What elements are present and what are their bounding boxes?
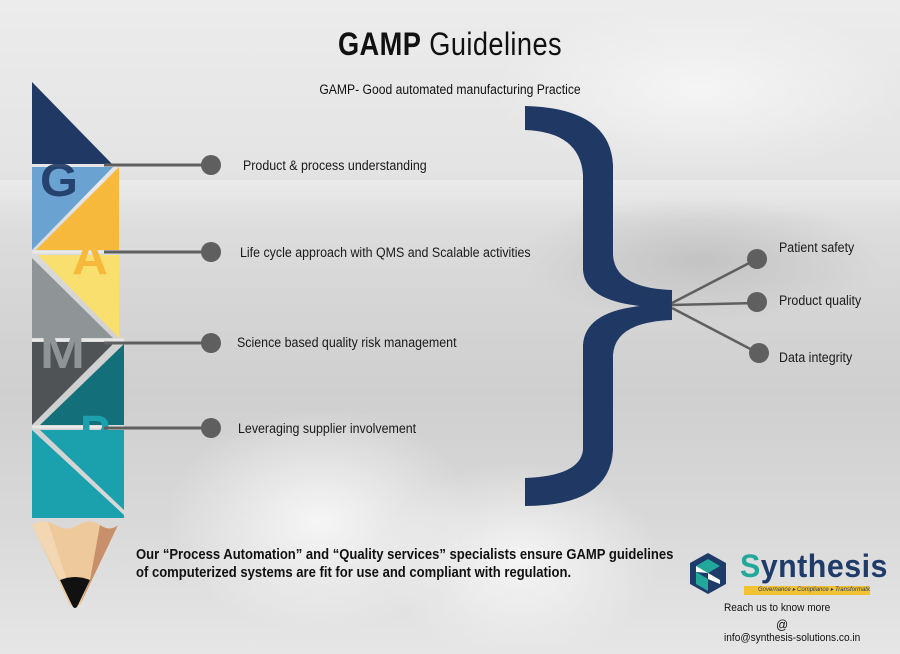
synthesis-logo-icon: [690, 553, 726, 594]
principle-dot-1: [201, 155, 221, 175]
title-rest: Guidelines: [429, 26, 563, 62]
page-title: GAMP Guidelines: [68, 26, 833, 63]
principle-connectors: [104, 155, 221, 438]
pencil-p-teal-right: [40, 430, 124, 510]
outcome-dot-3: [749, 343, 769, 363]
outcome-3-label: Data integrity: [779, 350, 853, 365]
brand-name: Synthesis: [740, 548, 888, 584]
pencil-p-teal-lower: [32, 430, 124, 518]
pencil-m-gray-triangle: [32, 258, 113, 338]
outcome-2-label: Product quality: [779, 293, 862, 308]
pencil-a-yellow-triangle: [38, 255, 119, 338]
outcome-connectors: [671, 249, 769, 363]
pencil-wood-left: [32, 521, 70, 590]
curly-brace: [525, 106, 672, 506]
reach-text: Reach us to know more: [724, 602, 831, 614]
principle-3-label: Science based quality risk management: [237, 335, 457, 350]
principle-2-label: Life cycle approach with QMS and Scalabl…: [240, 245, 531, 260]
pencil-a-orange-triangle: [36, 167, 119, 250]
outcome-1-label: Patient safety: [779, 240, 855, 255]
principle-dot-2: [201, 242, 221, 262]
principle-4-label: Leveraging supplier involvement: [238, 421, 417, 436]
title-bold: GAMP: [337, 26, 422, 62]
footer-line-1: Our “Process Automation” and “Quality se…: [136, 547, 674, 563]
principle-dot-4: [201, 418, 221, 438]
pencil-g-light-block: [32, 167, 113, 250]
footer-line-2: of computerized systems are fit for use …: [136, 565, 572, 581]
letter-p: P: [80, 406, 110, 458]
pencil-m-dark-block: [32, 342, 115, 425]
page-subtitle: GAMP- Good automated manufacturing Pract…: [319, 82, 581, 97]
brand-tagline: Governance ▸ Compliance ▸ Transformation…: [744, 586, 870, 595]
synthesis-brand: Synthesis Governance ▸ Compliance ▸ Tran…: [688, 548, 888, 648]
principle-dot-3: [201, 333, 221, 353]
gamp-pencil: [32, 82, 124, 608]
contact-email[interactable]: info@synthesis-solutions.co.in: [724, 632, 861, 644]
principle-1-label: Product & process understanding: [243, 158, 427, 173]
at-symbol: @: [776, 617, 789, 632]
background-highlight: [0, 180, 900, 220]
pencil-lead: [60, 577, 90, 608]
outcome-dot-2: [747, 292, 767, 312]
letter-m: M: [40, 326, 85, 378]
outcome-dot-1: [747, 249, 767, 269]
pencil-g-dark-triangle: [32, 82, 113, 165]
letter-a: A: [72, 232, 108, 284]
footer-statement: Our “Process Automation” and “Quality se…: [136, 546, 673, 582]
letter-g: G: [40, 154, 78, 206]
pencil-p-dark-teal-triangle: [40, 344, 124, 425]
pencil-wood-shade: [80, 525, 118, 605]
